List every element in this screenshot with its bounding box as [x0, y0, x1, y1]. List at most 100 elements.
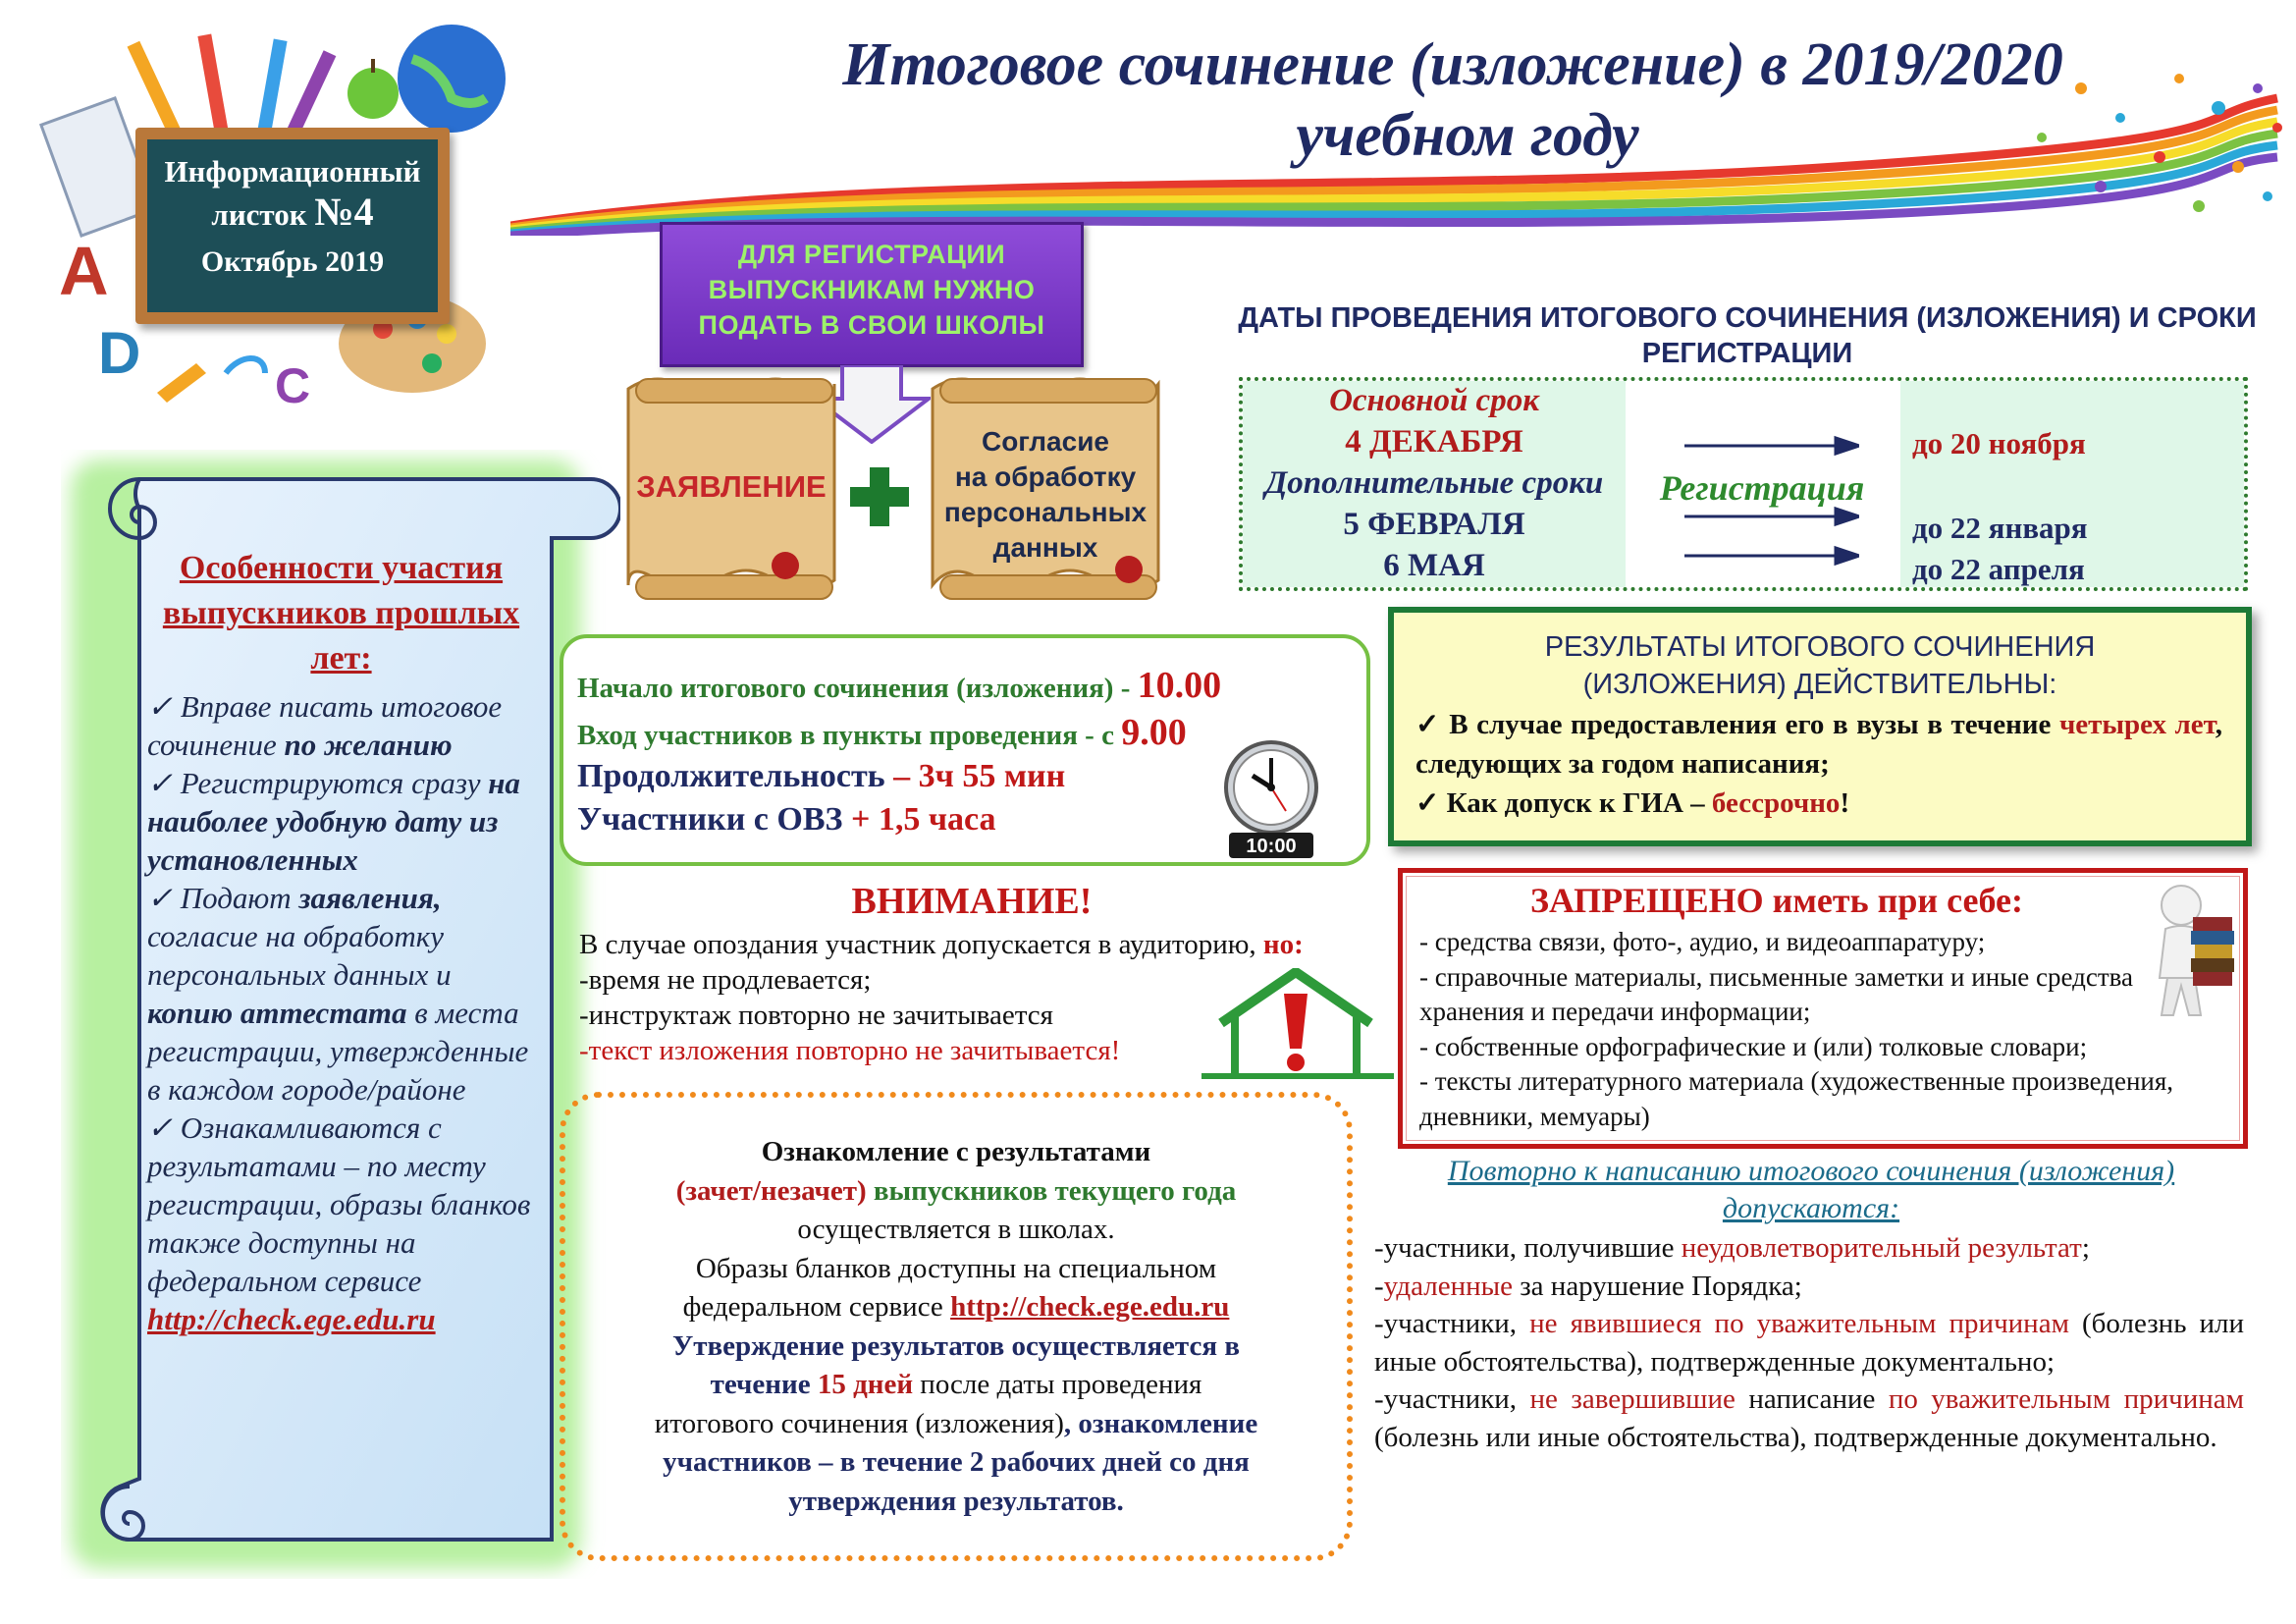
item-4-text: Ознакамливаются с результатами – по мест…: [147, 1110, 531, 1298]
retake-1-b: неудовлетворительный результат: [1681, 1232, 2082, 1264]
duration: Продолжительность – 3ч 55 мин: [577, 758, 1065, 795]
entry-time-label: Вход участников в пункты проведения - с: [577, 720, 1122, 751]
list-item: -участники, не завершившие написание по …: [1374, 1380, 2244, 1456]
results-line-9: участников – в течение 2 рабочих дней со…: [663, 1446, 1250, 1478]
graduates-list: ✓ Вправе писать итоговое сочинение по же…: [147, 687, 535, 1338]
list-item: ✓ В случае предоставления его в вузы в т…: [1415, 709, 2222, 780]
results-line-7: течение 15 дней после даты проведения: [579, 1366, 1333, 1405]
duration-label: Продолжительность: [577, 758, 894, 794]
duration-value: – 3ч 55 мин: [893, 758, 1066, 794]
attention-line-1: В случае опоздания участник допускается …: [579, 927, 1364, 962]
graduates-heading: Особенности участия выпускников прошлых …: [162, 550, 520, 677]
retake-2-b: удаленные: [1383, 1270, 1513, 1302]
check-ege-link[interactable]: http://check.ege.edu.ru: [147, 1302, 436, 1336]
list-item: ✓ Ознакамливаются с результатами – по ме…: [147, 1110, 531, 1336]
retake-4-e: (болезнь или иные обстоятельства), подтв…: [1374, 1421, 2217, 1453]
dates-column-dates: [1243, 381, 1626, 587]
plus-icon: [850, 467, 909, 526]
svg-text:A: A: [59, 233, 109, 309]
forbidden-title: ЗАПРЕЩЕНО иметь при себе:: [1529, 881, 2023, 920]
warning-house-icon: [1201, 968, 1394, 1079]
attention-line-3: -инструктаж повторно не зачитывается: [579, 1000, 1054, 1031]
list-item: ✓ Подают заявления, согласие на обработк…: [147, 881, 529, 1107]
results-line-7-c: после даты проведения: [913, 1369, 1202, 1400]
results-line-8-a: итогового сочинения (изложения): [654, 1407, 1064, 1439]
validity-list: ✓ В случае предоставления его в вузы в т…: [1415, 705, 2222, 823]
validity-box: [1388, 607, 2252, 846]
item-1-text: Вправе писать итоговое сочинение: [147, 689, 503, 762]
results-line-2: (зачет/незачет) выпускников текущего год…: [579, 1172, 1333, 1212]
right-arrow-icons: [1684, 435, 1859, 567]
list-item: -участники, получившие неудовлетворитель…: [1374, 1229, 2244, 1268]
registration-deadline-3: до 22 апреля: [1912, 552, 2085, 586]
item-3-text-b: согласие на обработку персональных данны…: [147, 919, 452, 992]
title-line-2: учебном году: [1296, 102, 1639, 169]
page-title: Итоговое сочинение (изложение) в 2019/20…: [687, 29, 2218, 171]
ovz-value: + 1,5 часа: [850, 801, 996, 838]
retake-4-d: по уважительным причинам: [1888, 1383, 2244, 1415]
results-line-3: осуществляется в школах.: [797, 1214, 1115, 1245]
clock-icon: 10:00: [1224, 740, 1318, 858]
dates-heading: ДАТЫ ПРОВЕДЕНИЯ ИТОГОВОГО СОЧИНЕНИЯ (ИЗЛ…: [1238, 302, 2257, 369]
extra-terms-label: Дополнительные сроки: [1264, 465, 1604, 501]
main-term-date: 4 ДЕКАБРЯ: [1345, 424, 1523, 460]
retake-3-a: -участники,: [1374, 1308, 1530, 1339]
results-line-10: утверждения результатов.: [788, 1485, 1124, 1517]
consent-label: Согласие на обработку персональных данны…: [933, 424, 1158, 566]
application-label: ЗАЯВЛЕНИЕ: [636, 469, 827, 504]
check-ege-link-2[interactable]: http://check.ege.edu.ru: [950, 1291, 1230, 1323]
consent-line-1: Согласие: [981, 426, 1109, 457]
results-line-5-text: федеральном сервисе: [682, 1291, 951, 1323]
list-item: -удаленные за нарушение Порядка;: [1374, 1268, 2244, 1306]
retake-3-c: (болезнь или иные обстоятельства), подтв…: [1374, 1308, 2244, 1378]
validity-2-a: Как допуск к ГИА –: [1446, 787, 1712, 819]
chalkboard-sheet-word: листок: [211, 197, 307, 232]
item-1-emphasis: по желанию: [284, 728, 453, 762]
info-sheet-chalkboard: Информационный листок №4 Октябрь 2019: [135, 128, 450, 324]
school-supplies-illustration: A D C G: [39, 25, 506, 413]
item-2-emphasis: на наиболее удобную дату из установленны…: [147, 766, 520, 877]
retake-1-a: -участники, получившие: [1374, 1232, 1682, 1264]
person-with-books-icon: [2158, 885, 2234, 1016]
svg-text:C: C: [275, 358, 310, 413]
results-line-4: Образы бланков доступны на специальном: [695, 1252, 1217, 1284]
registration-deadline-2: до 22 января: [1912, 511, 2088, 545]
retake-4-b: не завершившие: [1529, 1383, 1735, 1415]
results-line-8: итогового сочинения (изложения), ознаком…: [579, 1405, 1333, 1444]
list-item: - справочные материалы, письменные замет…: [1419, 961, 2134, 1027]
list-item: - тексты литературного материала (художе…: [1419, 1066, 2174, 1131]
results-line-2-green: выпускников текущего года: [866, 1174, 1237, 1207]
item-3-emphasis-a: заявления,: [298, 881, 442, 915]
extra-term-date-1: 5 ФЕВРАЛЯ: [1343, 507, 1525, 542]
validity-title-line-2: (ИЗЛОЖЕНИЯ) ДЕЙСТВИТЕЛЬНЫ:: [1582, 669, 2057, 700]
retake-4-a: -участники,: [1374, 1383, 1530, 1415]
title-line-1: Итоговое сочинение (изложение) в 2019/20…: [842, 31, 2063, 98]
list-item: ✓ Регистрируются сразу на наиболее удобн…: [147, 766, 520, 877]
ovz-extra-time: Участники с ОВЗ + 1,5 часа: [577, 801, 996, 839]
attention-line-1-text: В случае опоздания участник допускается …: [579, 929, 1263, 960]
results-line-7-a: течение: [710, 1369, 818, 1400]
timing-box: [560, 634, 1370, 866]
consent-line-2: на обработку: [954, 461, 1137, 492]
start-time: Начало итогового сочинения (изложения) -…: [577, 664, 1221, 707]
registration-label: Регистрация: [1659, 468, 1865, 508]
application-scroll-image: [626, 377, 836, 600]
validity-title: РЕЗУЛЬТАТЫ ИТОГОВОГО СОЧИНЕНИЯ (ИЗЛОЖЕНИ…: [1394, 628, 2246, 703]
list-item: ✓ Как допуск к ГИА – бессрочно!: [1415, 787, 1850, 819]
list-item: ✓ Вправе писать итоговое сочинение по же…: [147, 689, 503, 762]
item-3-text-c: в места регистрации, утвержденные в кажд…: [147, 996, 529, 1107]
ovz-label: Участники с ОВЗ: [577, 801, 851, 838]
registration-deadline-1: до 20 ноября: [1912, 426, 2086, 460]
clock-label: 10:00: [1246, 836, 1296, 857]
list-item: - собственные орфографические и (или) то…: [1419, 1031, 2088, 1061]
chalkboard-date: Октябрь 2019: [200, 245, 385, 278]
graduates-scroll-panel: [71, 460, 620, 1569]
retake-3-b: не явившиеся по уважительным причинам: [1529, 1308, 2069, 1339]
results-line-6: Утверждение результатов осуществляется в: [671, 1329, 1241, 1362]
item-2-text: Регистрируются сразу: [180, 766, 489, 800]
retake-title: Повторно к написанию итогового сочинения…: [1447, 1155, 2175, 1224]
results-line-1: Ознакомление с результатами: [761, 1136, 1151, 1167]
attention-line-4: -текст изложения повторно не зачитываетс…: [579, 1035, 1121, 1066]
retake-4-c: написание: [1735, 1383, 1889, 1415]
consent-scroll-image: [931, 377, 1160, 600]
